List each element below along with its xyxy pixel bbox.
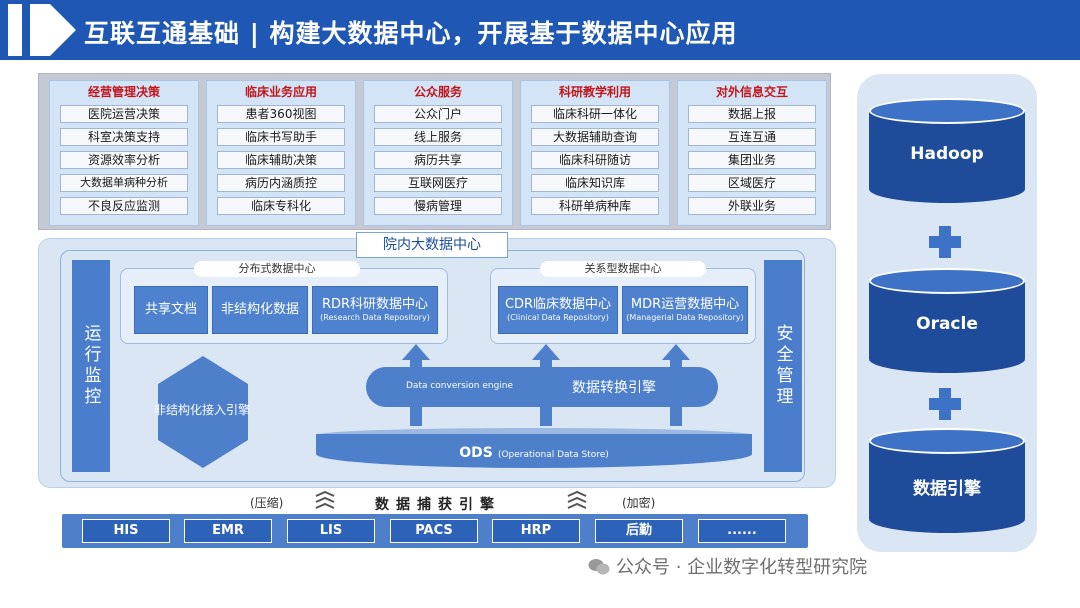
app-item: 病历共享 bbox=[374, 151, 502, 169]
application-layer: 经营管理决策 医院运营决策 科室决策支持 资源效率分析 大数据单病种分析 不良反… bbox=[38, 73, 831, 230]
app-item: 医院运营决策 bbox=[60, 105, 188, 123]
module-subtitle: (Managerial Data Repository) bbox=[626, 313, 744, 322]
source-his: HIS bbox=[82, 519, 170, 543]
distributed-label: 分布式数据中心 bbox=[194, 261, 360, 277]
engine-english-label: Data conversion engine bbox=[406, 381, 514, 391]
module-subtitle: (Clinical Data Repository) bbox=[507, 313, 609, 322]
app-item: 科研单病种库 bbox=[531, 197, 659, 215]
app-column-title: 科研教学利用 bbox=[558, 85, 631, 99]
data-conversion-engine: Data conversion engine 数据转换引擎 bbox=[366, 367, 718, 407]
ods-name: ODS bbox=[459, 445, 493, 461]
app-item: 资源效率分析 bbox=[60, 151, 188, 169]
ods-store: ODS (Operational Data Store) bbox=[316, 434, 752, 468]
chevron-icon bbox=[0, 0, 80, 60]
app-column-research: 科研教学利用 临床科研一体化 大数据辅助查询 临床科研随访 临床知识库 科研单病… bbox=[520, 80, 670, 226]
source-logistics: 后勤 bbox=[595, 519, 683, 543]
app-item: 线上服务 bbox=[374, 128, 502, 146]
app-item: 外联业务 bbox=[688, 197, 816, 215]
app-item: 临床知识库 bbox=[531, 174, 659, 192]
wechat-icon bbox=[588, 559, 610, 575]
db-label: Oracle bbox=[916, 314, 978, 334]
module-title: 非结构化数据 bbox=[220, 302, 299, 317]
app-item: 公众门户 bbox=[374, 105, 502, 123]
source-hrp: HRP bbox=[492, 519, 580, 543]
cylinder-top bbox=[869, 98, 1025, 124]
watermark-text: 公众号 · 企业数字化转型研究院 bbox=[616, 557, 868, 578]
rdr-module: RDR科研数据中心 (Research Data Repository) bbox=[312, 286, 438, 334]
app-column-management: 经营管理决策 医院运营决策 科室决策支持 资源效率分析 大数据单病种分析 不良反… bbox=[49, 80, 199, 226]
source-emr: EMR bbox=[184, 519, 272, 543]
unstructured-access-engine: 非结构化接入引擎 bbox=[153, 403, 250, 417]
relational-label: 关系型数据中心 bbox=[540, 261, 706, 277]
app-column-clinical: 临床业务应用 患者360视图 临床书写助手 临床辅助决策 病历内涵质控 临床专科… bbox=[206, 80, 356, 226]
app-item: 大数据单病种分析 bbox=[60, 174, 188, 192]
app-item: 临床书写助手 bbox=[217, 128, 345, 146]
data-center-title: 院内大数据中心 bbox=[356, 232, 508, 258]
wave-icon bbox=[567, 490, 587, 509]
cylinder-top bbox=[869, 428, 1025, 454]
app-item: 互连互通 bbox=[688, 128, 816, 146]
app-item: 临床科研随访 bbox=[531, 151, 659, 169]
source-pacs: PACS bbox=[390, 519, 478, 543]
app-item: 互联网医疗 bbox=[374, 174, 502, 192]
unstructured-data-module: 非结构化数据 bbox=[212, 286, 308, 334]
cylinder-body bbox=[869, 441, 1025, 533]
plus-icon bbox=[929, 226, 961, 258]
app-item: 区域医疗 bbox=[688, 174, 816, 192]
app-item: 患者360视图 bbox=[217, 105, 345, 123]
app-item: 临床专科化 bbox=[217, 197, 345, 215]
app-column-public: 公众服务 公众门户 线上服务 病历共享 互联网医疗 慢病管理 bbox=[363, 80, 513, 226]
app-item: 病历内涵质控 bbox=[217, 174, 345, 192]
mdr-module: MDR运营数据中心 (Managerial Data Repository) bbox=[622, 286, 748, 334]
app-item: 慢病管理 bbox=[374, 197, 502, 215]
data-capture-engine: 数据捕获引擎 bbox=[375, 497, 501, 513]
app-column-title: 临床业务应用 bbox=[244, 85, 317, 99]
module-title: RDR科研数据中心 bbox=[321, 297, 429, 312]
operation-monitoring-bar: 运行监控 bbox=[72, 260, 110, 472]
engine-chinese-label: 数据转换引擎 bbox=[572, 380, 656, 396]
cylinder-body bbox=[869, 281, 1025, 373]
source-lis: LIS bbox=[287, 519, 375, 543]
app-item: 临床辅助决策 bbox=[217, 151, 345, 169]
shared-docs-module: 共享文档 bbox=[134, 286, 208, 334]
ods-subtitle: (Operational Data Store) bbox=[497, 450, 609, 460]
app-column-external: 对外信息交互 数据上报 互连互通 集团业务 区域医疗 外联业务 bbox=[677, 80, 827, 226]
db-label: Hadoop bbox=[910, 144, 984, 164]
module-title: CDR临床数据中心 bbox=[504, 297, 612, 312]
app-column-title: 对外信息交互 bbox=[715, 85, 788, 99]
security-management-bar: 安全管理 bbox=[764, 260, 802, 472]
app-item: 临床科研一体化 bbox=[531, 105, 659, 123]
db-label: 数据引擎 bbox=[913, 479, 981, 499]
app-item: 不良反应监测 bbox=[60, 197, 188, 215]
watermark: 公众号 · 企业数字化转型研究院 bbox=[588, 553, 867, 579]
source-systems-bar: HIS EMR LIS PACS HRP 后勤 ...... bbox=[62, 514, 808, 548]
app-item: 大数据辅助查询 bbox=[531, 128, 659, 146]
cdr-module: CDR临床数据中心 (Clinical Data Repository) bbox=[498, 286, 618, 334]
cylinder-top bbox=[869, 268, 1025, 294]
app-item: 集团业务 bbox=[688, 151, 816, 169]
cylinder-body bbox=[869, 111, 1025, 203]
compression-label: (压缩) bbox=[250, 496, 284, 510]
source-more: ...... bbox=[698, 519, 786, 543]
module-title: MDR运营数据中心 bbox=[630, 297, 740, 312]
module-subtitle: (Research Data Repository) bbox=[320, 313, 430, 322]
plus-icon bbox=[929, 388, 961, 420]
app-item: 科室决策支持 bbox=[60, 128, 188, 146]
app-column-title: 公众服务 bbox=[413, 85, 462, 99]
app-item: 数据上报 bbox=[688, 105, 816, 123]
wave-icon bbox=[315, 490, 335, 509]
page-title: 互联互通基础 | 构建大数据中心，开展基于数据中心应用 bbox=[84, 19, 738, 48]
header-banner: 互联互通基础 | 构建大数据中心，开展基于数据中心应用 bbox=[0, 0, 1080, 60]
module-title: 共享文档 bbox=[144, 302, 197, 317]
app-column-title: 经营管理决策 bbox=[87, 85, 160, 99]
double-arrow-icon bbox=[158, 356, 248, 468]
encryption-label: (加密) bbox=[622, 496, 656, 510]
